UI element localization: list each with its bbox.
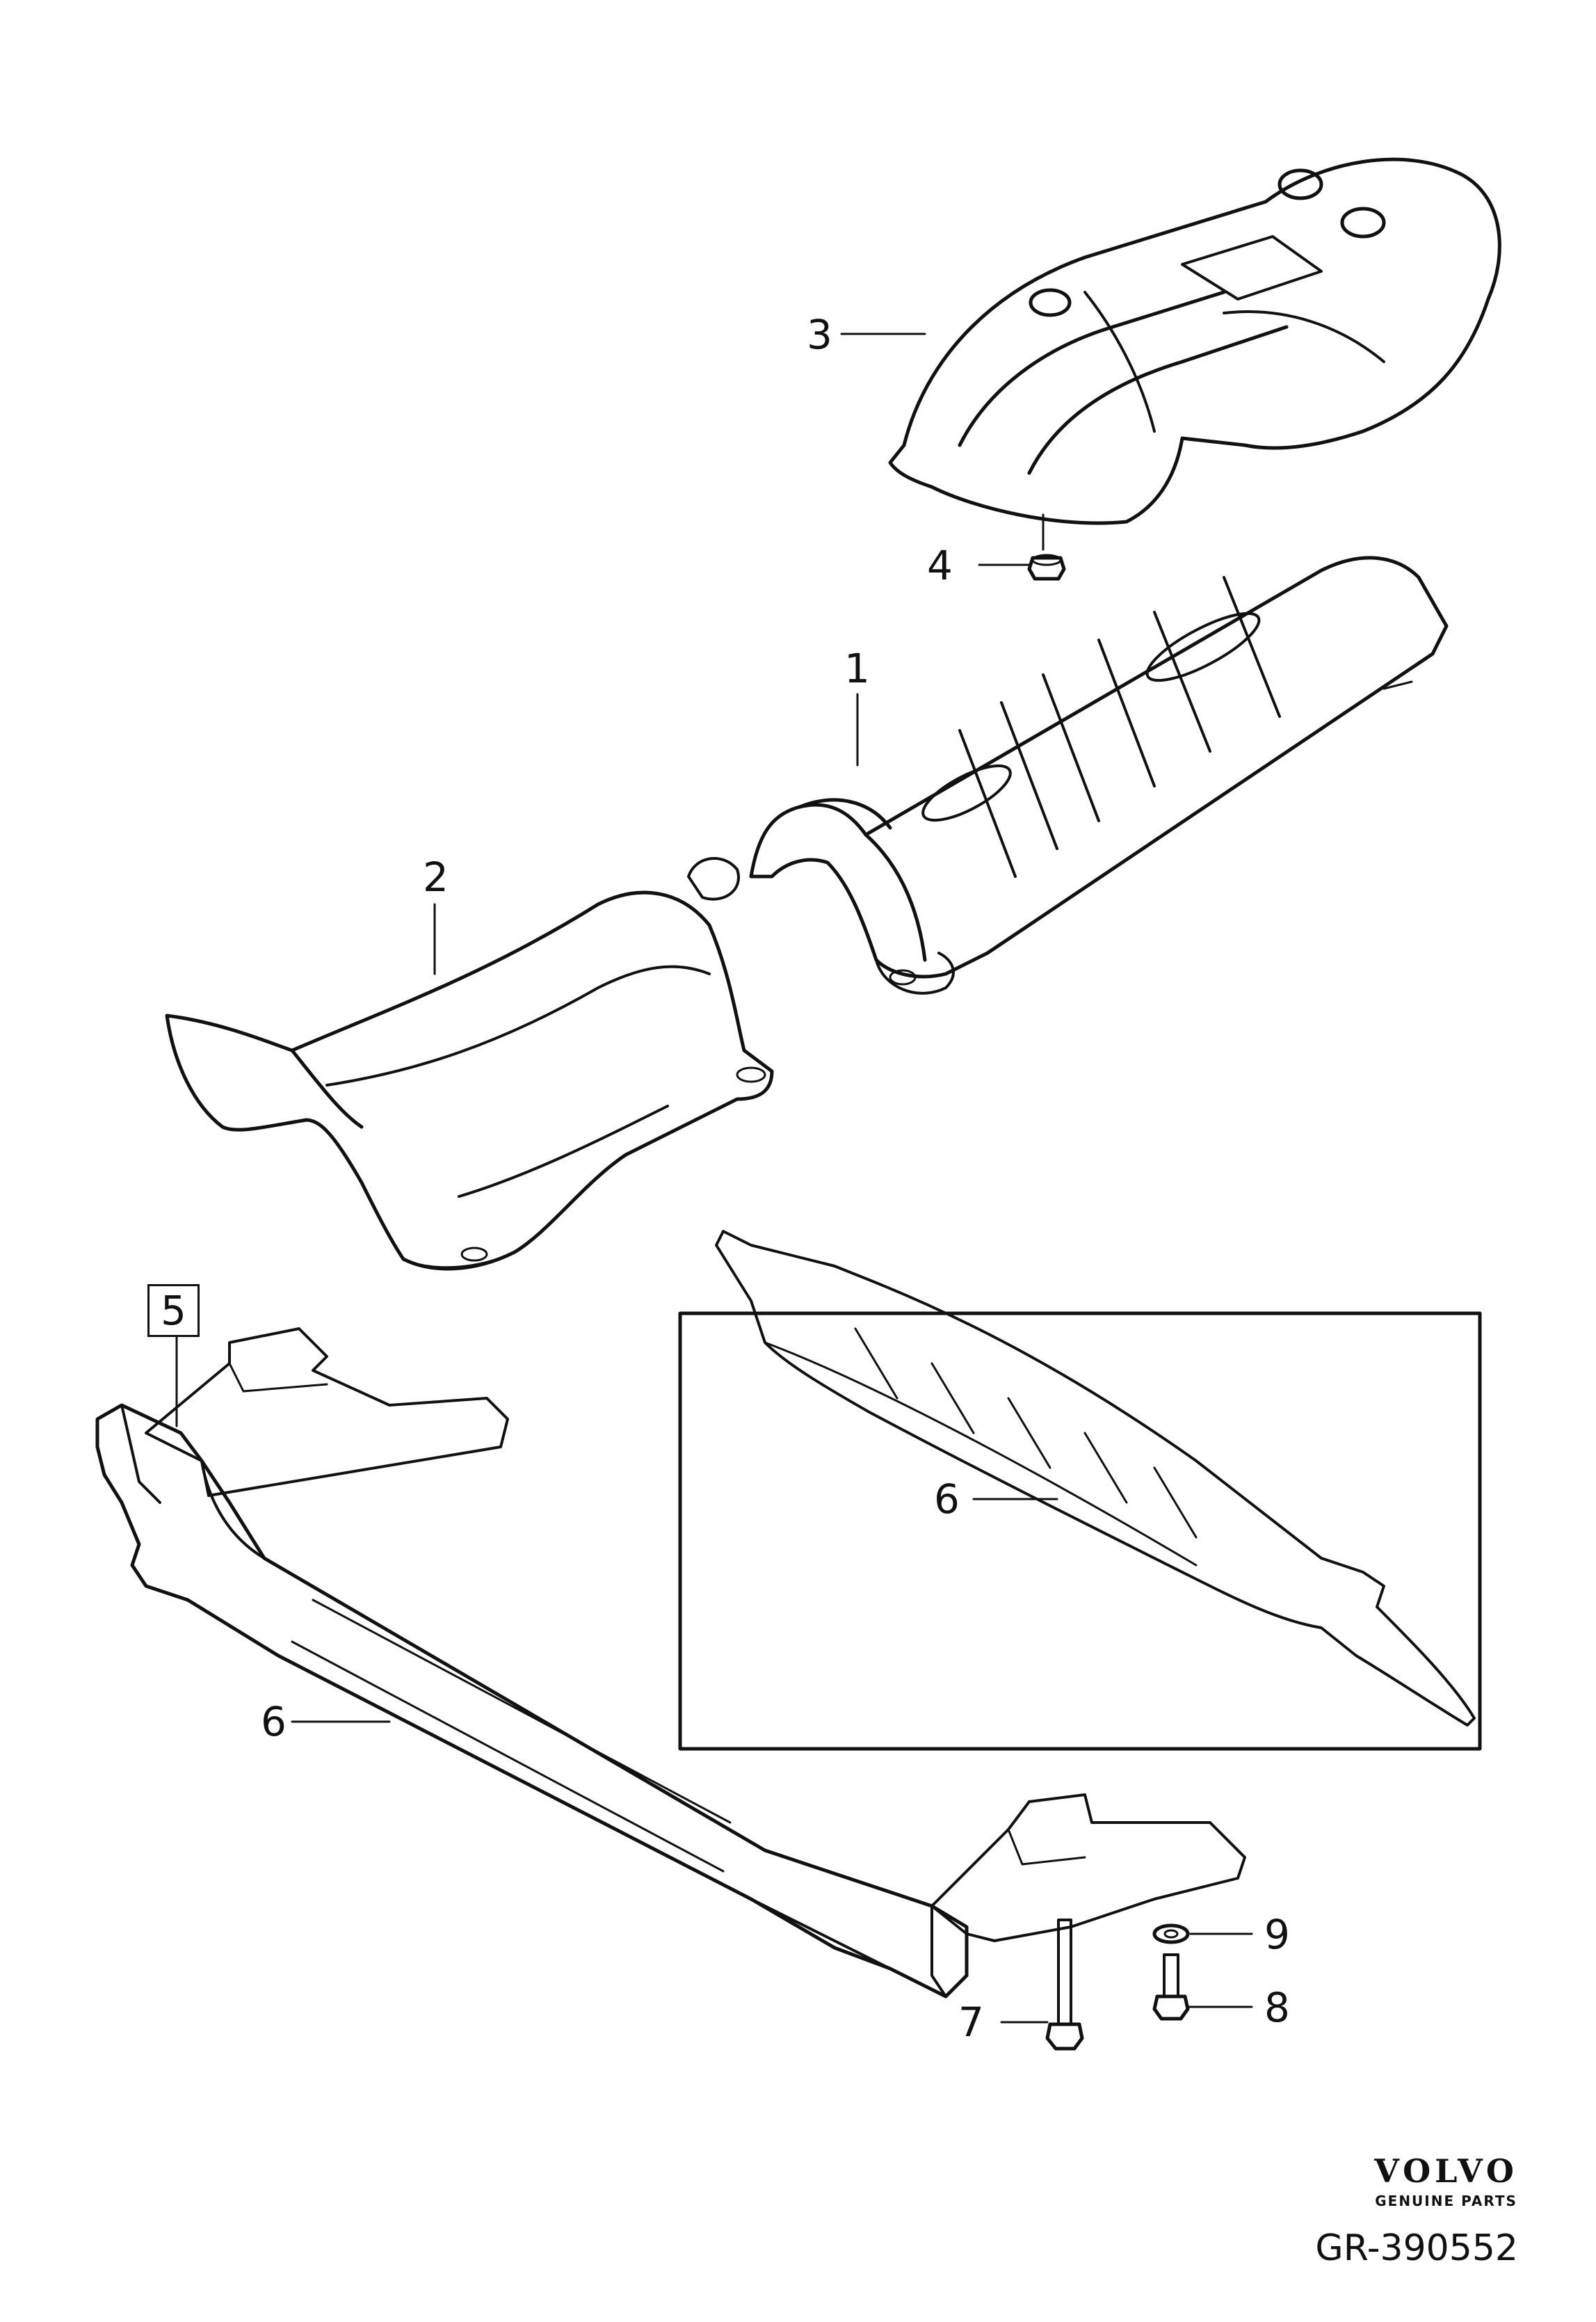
diagram-id: GR-390552 xyxy=(1315,2227,1518,2269)
bolt-part-7 xyxy=(1045,1919,1084,2051)
callout-3: 3 xyxy=(807,311,832,358)
callout-2: 2 xyxy=(423,854,449,901)
callout-5: 5 xyxy=(147,1284,200,1337)
heat-shield-main xyxy=(687,556,1449,995)
cross-member-main xyxy=(95,1327,1246,1999)
heat-shield-front xyxy=(165,890,774,1271)
brand-name: VOLVO xyxy=(1374,2152,1518,2190)
bolt-part-8 xyxy=(1152,1953,1190,2021)
nut-part-4 xyxy=(1027,554,1066,581)
callout-1: 1 xyxy=(844,645,870,692)
brand-subtitle: GENUINE PARTS xyxy=(1375,2193,1517,2209)
heat-shield-upper xyxy=(888,157,1501,551)
callout-6-main: 6 xyxy=(261,1698,287,1745)
callout-7: 7 xyxy=(958,1999,984,2046)
leader-lines xyxy=(175,333,1253,2024)
inset-frame xyxy=(678,1311,1482,1751)
cross-member-inset xyxy=(715,1230,1476,1727)
callout-8: 8 xyxy=(1264,1984,1290,2031)
callout-9: 9 xyxy=(1264,1911,1290,1958)
brand-logo: VOLVO GENUINE PARTS xyxy=(1374,2152,1518,2209)
washer-part-9 xyxy=(1152,1923,1190,1944)
callout-6-inset: 6 xyxy=(934,1475,960,1523)
callout-4: 4 xyxy=(927,542,953,589)
